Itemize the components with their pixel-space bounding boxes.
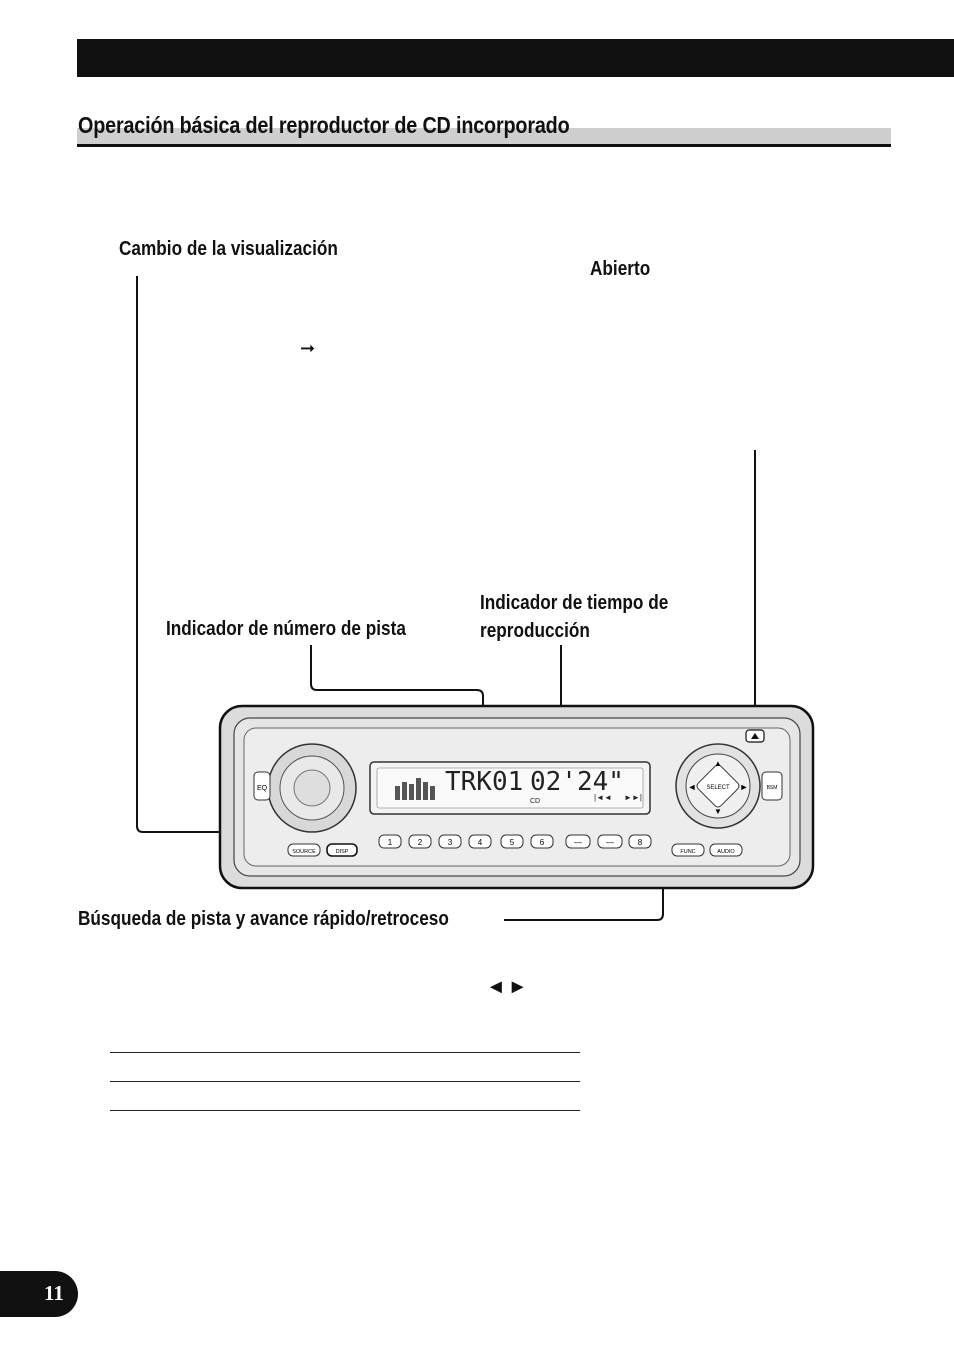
- volume-knob-center: [293, 769, 331, 807]
- arrow-right-icon: ➞: [300, 338, 316, 358]
- eject-icon: [751, 733, 759, 739]
- down-button[interactable]: ▼: [714, 807, 722, 816]
- title-band: [77, 128, 891, 144]
- preset-label-1: 1: [388, 838, 393, 847]
- disp-button[interactable]: [326, 843, 358, 857]
- label-track-search: Búsqueda de pista y avance rápido/retroc…: [78, 908, 449, 930]
- table-rule-top: [110, 1052, 580, 1053]
- disp-button-label: DISP: [336, 849, 349, 855]
- preset-button-1[interactable]: [378, 834, 402, 849]
- table-rule-middle: [110, 1081, 580, 1082]
- preset-button-7[interactable]: [565, 834, 591, 849]
- preset-button-4[interactable]: [468, 834, 492, 849]
- left-button[interactable]: ◄: [688, 782, 697, 792]
- preset-button-5[interactable]: [500, 834, 524, 849]
- source-button-label: SOURCE: [292, 849, 316, 855]
- lcd-source-readout: CD: [530, 798, 540, 805]
- lcd-prev-indicator: |◄◄: [594, 793, 612, 802]
- preset-label-7: —: [574, 838, 582, 847]
- up-button[interactable]: ▲: [714, 759, 722, 768]
- bsm-button[interactable]: [761, 771, 783, 801]
- lcd-time-readout: 02'24": [530, 767, 624, 797]
- right-button[interactable]: ►: [740, 782, 749, 792]
- section-title: Operación básica del reproductor de CD i…: [78, 112, 570, 138]
- audio-button-label: AUDIO: [717, 849, 735, 855]
- audio-button[interactable]: [709, 843, 743, 857]
- func-button[interactable]: [671, 843, 705, 857]
- left-right-arrows-icon: ◄►: [486, 976, 530, 998]
- label-display-change: Cambio de la visualización: [119, 238, 338, 260]
- lcd-next-indicator: ►►|: [624, 793, 642, 802]
- preset-button-8[interactable]: [597, 834, 623, 849]
- lcd-track-readout: TRK01: [445, 767, 523, 797]
- table-rule-bottom: [110, 1110, 580, 1111]
- preset-label-4: 4: [478, 838, 483, 847]
- page-number-tab: [0, 1271, 78, 1317]
- eq-button-label: EQ: [257, 785, 268, 792]
- preset-button-6[interactable]: [530, 834, 554, 849]
- label-play-time-line2: reproducción: [480, 620, 590, 642]
- func-button-label: FUNC: [680, 849, 695, 855]
- lcd-spectrum: [395, 778, 435, 800]
- select-button[interactable]: [695, 763, 740, 808]
- select-button-label: SELECT: [706, 785, 730, 791]
- preset-label-3: 3: [448, 838, 453, 847]
- preset-button-9[interactable]: [628, 834, 652, 849]
- preset-label-5: 5: [510, 838, 515, 847]
- label-play-time-line1: Indicador de tiempo de: [480, 592, 669, 614]
- label-open: Abierto: [590, 258, 651, 280]
- preset-label-2: 2: [418, 838, 423, 847]
- page-number: 11: [44, 1281, 64, 1305]
- leader-track-number: [310, 645, 484, 786]
- source-button[interactable]: [287, 843, 321, 857]
- preset-button-2[interactable]: [408, 834, 432, 849]
- preset-buttons: 1 2 3 4 5 6 — — 8: [378, 834, 652, 849]
- preset-label-9: 8: [638, 838, 643, 847]
- bsm-button-label: BSM: [767, 785, 778, 791]
- label-track-number-indicator: Indicador de número de pista: [166, 618, 406, 640]
- eq-button[interactable]: [253, 771, 271, 801]
- leader-track-search-left: [504, 786, 664, 921]
- preset-button-3[interactable]: [438, 834, 462, 849]
- lcd-panel: [376, 767, 644, 809]
- preset-label-8: —: [606, 838, 614, 847]
- header-bar: [77, 39, 954, 77]
- title-rule: [77, 144, 891, 147]
- preset-label-6: 6: [540, 838, 545, 847]
